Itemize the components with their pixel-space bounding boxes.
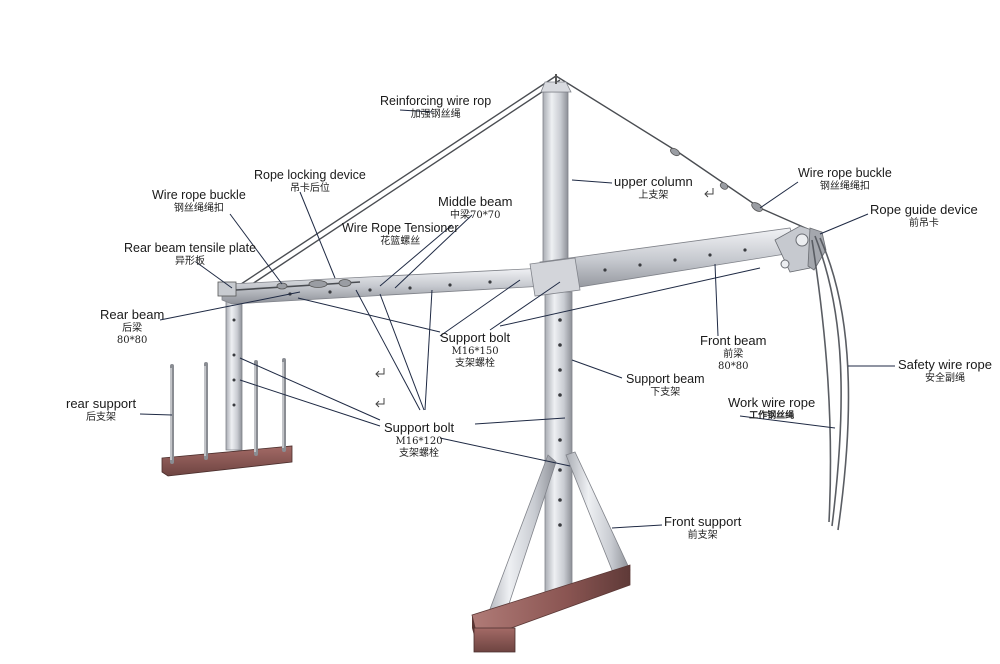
label-en: rear support <box>66 396 137 411</box>
label-zh: 后支架 <box>86 411 117 423</box>
label-en: Support bolt <box>384 420 455 435</box>
wire-rope-buckle-right <box>670 147 763 212</box>
label-en: Front beam <box>700 333 767 348</box>
rear-support <box>161 358 293 477</box>
label-zh-spec: M16*150 <box>451 345 499 357</box>
label-rear-beam: Rear beam 后梁 80*80 <box>100 307 164 347</box>
label-zh: 前支架 <box>687 529 718 541</box>
label-en: Support bolt <box>440 330 511 345</box>
label-zh: 下支架 <box>650 387 681 398</box>
label-zh: 前吊卡 <box>908 217 939 229</box>
rope-guide-device <box>774 225 827 273</box>
upper-column <box>540 74 572 269</box>
label-wire-rope-buckle-right: Wire rope buckle 钢丝绳绳扣 <box>798 166 892 193</box>
label-en: Work wire rope <box>728 395 816 410</box>
label-zh: 异形板 <box>175 256 206 267</box>
label-en: Reinforcing wire rop <box>380 94 492 108</box>
horizontal-beam <box>221 227 799 305</box>
label-zh: 安全副绳 <box>924 372 965 384</box>
label-en: Rear beam tensile plate <box>124 241 257 255</box>
label-zh: 钢丝绳绳扣 <box>819 181 870 192</box>
hanging-wire-ropes <box>811 235 850 531</box>
label-upper-column: upper column 上支架 <box>614 174 693 202</box>
label-en: Middle beam <box>438 194 513 209</box>
label-zh: 中梁70*70 <box>449 209 501 221</box>
label-support-bolt-upper: Support bolt M16*150 支架螺栓 <box>440 330 510 370</box>
reinforcing-wire-rope <box>231 75 811 293</box>
label-zh: 工作钢丝绳 <box>749 410 795 421</box>
label-front-support: Front support 前支架 <box>664 514 741 542</box>
label-rear-beam-tensile-plate: Rear beam tensile plate 异形板 <box>124 241 256 268</box>
label-wire-rope-buckle-left: Wire rope buckle 钢丝绳绳扣 <box>152 188 246 215</box>
rear-hardware <box>217 279 361 297</box>
label-zh: 后梁 <box>122 322 143 334</box>
label-en: Rope locking device <box>254 168 366 182</box>
label-support-bolt-lower: Support bolt M16*120 支架螺栓 <box>384 420 454 460</box>
rear-column <box>225 295 243 451</box>
label-zh: 加强钢丝绳 <box>410 109 461 120</box>
label-zh: 支架螺栓 <box>399 447 440 459</box>
label-en: Wire Rope Tensioner <box>342 221 459 235</box>
label-zh: 花篮螺丝 <box>380 236 421 247</box>
label-en: Rear beam <box>100 307 165 322</box>
label-rope-guide-device: Rope guide device 前吊卡 <box>870 202 978 230</box>
label-en: Safety wire rope <box>898 357 992 372</box>
support-beam <box>544 291 573 601</box>
label-zh: 钢丝绳绳扣 <box>173 203 224 214</box>
label-rear-support: rear support 后支架 <box>66 396 136 424</box>
label-zh: 上支架 <box>638 189 669 201</box>
label-zh: 吊卡后位 <box>289 183 330 194</box>
label-work-wire-rope: Work wire rope 工作钢丝绳 <box>728 395 815 421</box>
label-zh-size: 80*80 <box>718 360 749 372</box>
label-reinforcing-wire-rope: Reinforcing wire rop 加强钢丝绳 <box>380 94 491 121</box>
label-en: Support beam <box>626 372 705 386</box>
label-en: Front support <box>664 514 742 529</box>
label-zh: 支架螺栓 <box>455 357 496 369</box>
label-en: Wire rope buckle <box>152 188 246 202</box>
return-glyphs <box>375 188 714 408</box>
label-zh-spec: M16*120 <box>395 435 443 447</box>
front-support <box>471 451 631 653</box>
label-middle-beam: Middle beam 中梁70*70 <box>438 194 512 222</box>
label-wire-rope-tensioner: Wire Rope Tensioner 花篮螺丝 <box>342 221 459 248</box>
label-en: Wire rope buckle <box>798 166 892 180</box>
label-en: Rope guide device <box>870 202 978 217</box>
label-zh: 前梁 <box>723 348 744 360</box>
leader-lines <box>139 109 895 529</box>
label-support-beam: Support beam 下支架 <box>626 372 705 399</box>
label-rope-locking-device: Rope locking device 吊卡后位 <box>254 168 366 195</box>
label-safety-wire-rope: Safety wire rope 安全副绳 <box>898 357 992 385</box>
label-front-beam: Front beam 前梁 80*80 <box>700 333 766 373</box>
label-zh-size: 80*80 <box>116 334 148 346</box>
label-en: upper column <box>614 174 693 189</box>
